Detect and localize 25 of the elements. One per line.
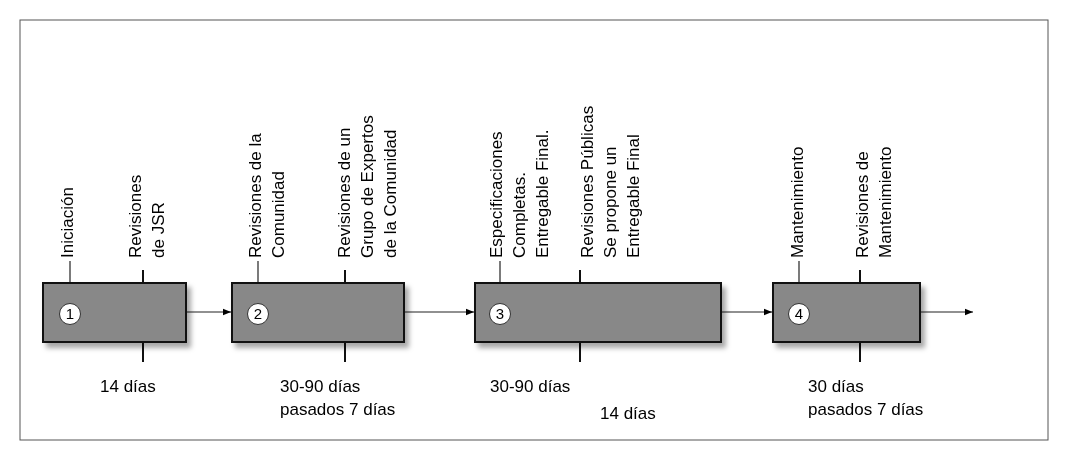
duration-label: 30-90 días (490, 376, 572, 398)
review-label: Revisiones Públicas Se propone un Entregable Final (577, 104, 644, 258)
phase-label: Mantenimiento (786, 128, 809, 258)
phase-bar (231, 282, 405, 343)
duration-label: 30 días pasados 7 días (808, 376, 925, 421)
phase-bar (42, 282, 187, 343)
duration-label: 14 días (100, 376, 157, 398)
phase-bar (772, 282, 921, 343)
phase-label: Revisiones de la Comunidad (244, 108, 290, 258)
step-number: 3 (489, 303, 511, 325)
step-number: 1 (59, 303, 81, 325)
review-label: Revisiones de Mantenimiento (852, 145, 896, 258)
step-number: 4 (788, 303, 810, 325)
review-label: Revisiones de un Grupo de Expertos de la Comunidad (334, 114, 401, 258)
arrow (920, 308, 974, 316)
review-label: Revisiones de JSR (125, 173, 169, 258)
arrow (404, 308, 475, 316)
phase-label: Especificaciones Completas. Entregable Final. (485, 98, 554, 258)
arrow (721, 308, 773, 316)
phase-bar (474, 282, 722, 343)
phase-label: Iniciación (56, 158, 79, 258)
duration-label: 14 días (600, 403, 657, 425)
step-number: 2 (247, 303, 269, 325)
duration-label: 30-90 días pasados 7 días (280, 376, 397, 421)
arrow (186, 308, 232, 316)
